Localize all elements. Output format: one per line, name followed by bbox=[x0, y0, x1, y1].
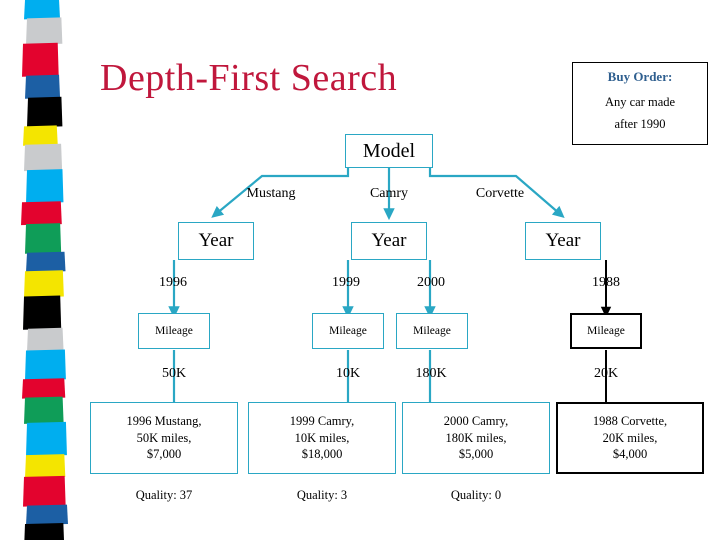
node-mileage-2[interactable]: Mileage bbox=[312, 313, 384, 349]
stripe-band bbox=[27, 327, 64, 352]
stripe-band bbox=[23, 475, 66, 507]
node-year-1-label: Year bbox=[198, 230, 234, 251]
node-year-3[interactable]: Year bbox=[525, 222, 601, 260]
stripe-band bbox=[25, 223, 62, 254]
edges-root-to-year bbox=[211, 168, 565, 221]
edge-label-1996: 1996 bbox=[159, 275, 187, 290]
stripe-band bbox=[26, 251, 66, 273]
edge-label-20k: 20K bbox=[593, 366, 619, 381]
node-mileage-3[interactable]: Mileage bbox=[396, 313, 468, 349]
quality-label-1: Quality: 37 bbox=[135, 488, 193, 502]
leaf-card-1-line-1: 1996 Mustang, bbox=[126, 413, 202, 428]
node-mileage-2-label: Mileage bbox=[329, 325, 367, 337]
decorative-color-stripe bbox=[0, 0, 90, 540]
node-mileage-1-label: Mileage bbox=[155, 325, 193, 337]
edge-label-camry: Camry bbox=[369, 186, 409, 201]
stripe-band bbox=[26, 17, 63, 45]
leaf-card-1[interactable]: 1996 Mustang, 50K miles, $7,000 bbox=[90, 402, 238, 474]
stripe-band bbox=[21, 201, 62, 226]
edge-label-1999: 1999 bbox=[332, 275, 360, 290]
buy-order-line-2: after 1990 bbox=[614, 116, 666, 131]
quality-label-2: Quality: 3 bbox=[296, 488, 348, 502]
stripe-band bbox=[26, 421, 67, 457]
edge-label-180k: 180K bbox=[415, 366, 447, 381]
stripe-band bbox=[24, 143, 63, 172]
stripe-band bbox=[26, 504, 68, 525]
stripe-band bbox=[24, 396, 64, 424]
edge-label-50k: 50K bbox=[161, 366, 187, 381]
page-title: Depth-First Search bbox=[100, 57, 398, 99]
leaf-card-4-line-2: 20K miles, bbox=[602, 430, 658, 445]
stripe-band bbox=[23, 295, 62, 330]
stripe-band bbox=[25, 454, 66, 478]
stripe-band bbox=[24, 523, 64, 540]
leaf-card-3[interactable]: 2000 Camry, 180K miles, $5,000 bbox=[402, 402, 550, 474]
edge-label-2000: 2000 bbox=[417, 275, 445, 290]
stripe-band bbox=[22, 42, 59, 77]
stripe-band bbox=[24, 270, 64, 298]
edge-label-corvette: Corvette bbox=[475, 186, 525, 201]
edges-branch-camry bbox=[342, 260, 436, 402]
stripe-band bbox=[22, 378, 66, 399]
buy-order-line-1: Any car made bbox=[604, 95, 676, 109]
leaf-card-2-line-3: $18,000 bbox=[301, 447, 343, 462]
leaf-card-4[interactable]: 1988 Corvette, 20K miles, $4,000 bbox=[556, 402, 704, 474]
stripe-band bbox=[26, 169, 64, 204]
node-mileage-4-label: Mileage bbox=[587, 325, 625, 337]
edge-label-mustang: Mustang bbox=[246, 186, 296, 201]
node-mileage-1[interactable]: Mileage bbox=[138, 313, 210, 349]
edge-label-1988: 1988 bbox=[592, 275, 620, 290]
node-year-2-label: Year bbox=[371, 230, 407, 251]
leaf-card-2-line-1: 1999 Camry, bbox=[289, 413, 355, 428]
node-year-1[interactable]: Year bbox=[178, 222, 254, 260]
stripe-band bbox=[24, 0, 60, 20]
quality-label-3: Quality: 0 bbox=[450, 488, 502, 502]
buy-order-heading: Buy Order: bbox=[607, 69, 673, 84]
node-model-label: Model bbox=[362, 139, 416, 162]
node-model[interactable]: Model bbox=[345, 134, 433, 168]
stripe-band bbox=[25, 74, 61, 99]
leaf-card-1-line-2: 50K miles, bbox=[136, 430, 192, 445]
leaf-card-3-line-3: $5,000 bbox=[458, 447, 494, 462]
buy-order-callout: Buy Order: Any car made after 1990 bbox=[572, 62, 708, 145]
node-mileage-3-label: Mileage bbox=[413, 325, 451, 337]
leaf-card-1-line-3: $7,000 bbox=[146, 447, 182, 462]
leaf-card-3-line-2: 180K miles, bbox=[445, 430, 507, 445]
node-year-3-label: Year bbox=[545, 230, 581, 251]
stripe-band bbox=[27, 96, 63, 128]
leaf-card-4-line-3: $4,000 bbox=[612, 447, 648, 462]
stripe-band bbox=[25, 349, 66, 381]
node-mileage-4[interactable]: Mileage bbox=[570, 313, 642, 349]
node-year-2[interactable]: Year bbox=[351, 222, 427, 260]
stripe-band bbox=[23, 125, 58, 146]
leaf-card-2-line-2: 10K miles, bbox=[294, 430, 350, 445]
edge-label-10k: 10K bbox=[335, 366, 361, 381]
leaf-card-4-line-1: 1988 Corvette, bbox=[592, 413, 668, 428]
stripe-svg bbox=[21, 0, 68, 540]
leaf-card-3-line-1: 2000 Camry, bbox=[443, 413, 509, 428]
leaf-card-2[interactable]: 1999 Camry, 10K miles, $18,000 bbox=[248, 402, 396, 474]
